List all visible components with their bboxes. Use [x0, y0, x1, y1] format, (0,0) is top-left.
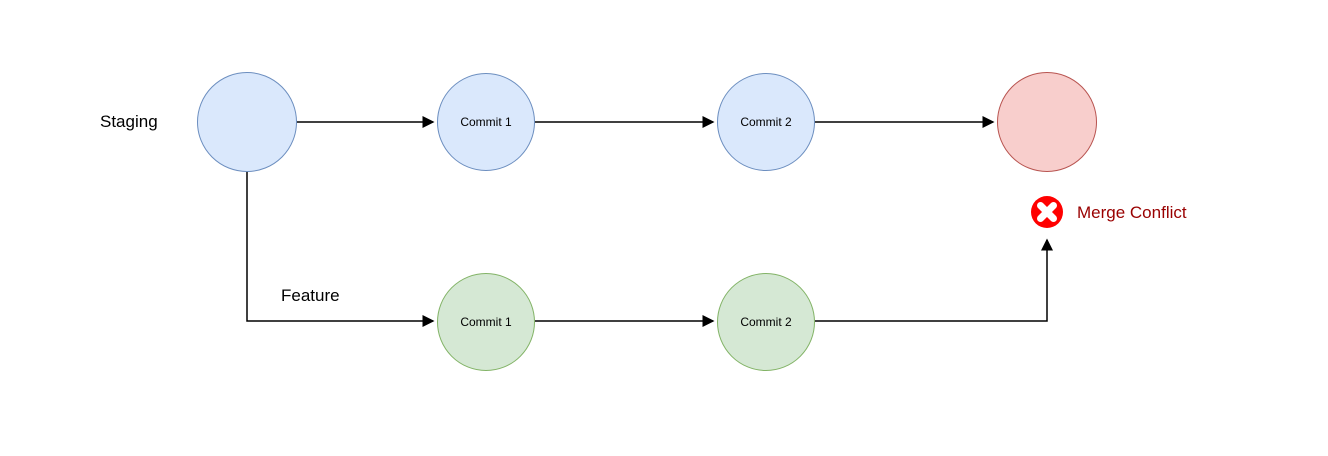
node-staging-commit-2: Commit 2	[717, 73, 815, 171]
node-label: Commit 1	[460, 315, 512, 329]
node-feature-commit-1: Commit 1	[437, 273, 535, 371]
node-label: Commit 2	[740, 115, 792, 129]
arrow-feature-commit2-to-conflict	[815, 238, 1053, 322]
node-label: Commit 1	[460, 115, 512, 129]
node-staging-start	[197, 72, 297, 172]
arrow-branch-to-feature-commit1	[246, 172, 435, 327]
merge-conflict-label: Merge Conflict	[1077, 203, 1187, 222]
node-staging-commit-1: Commit 1	[437, 73, 535, 171]
error-icon	[1031, 196, 1063, 228]
node-merge-result	[997, 72, 1097, 172]
staging-branch-label: Staging	[100, 112, 158, 131]
node-label: Commit 2	[740, 315, 792, 329]
feature-branch-label: Feature	[281, 286, 340, 305]
node-feature-commit-2: Commit 2	[717, 273, 815, 371]
